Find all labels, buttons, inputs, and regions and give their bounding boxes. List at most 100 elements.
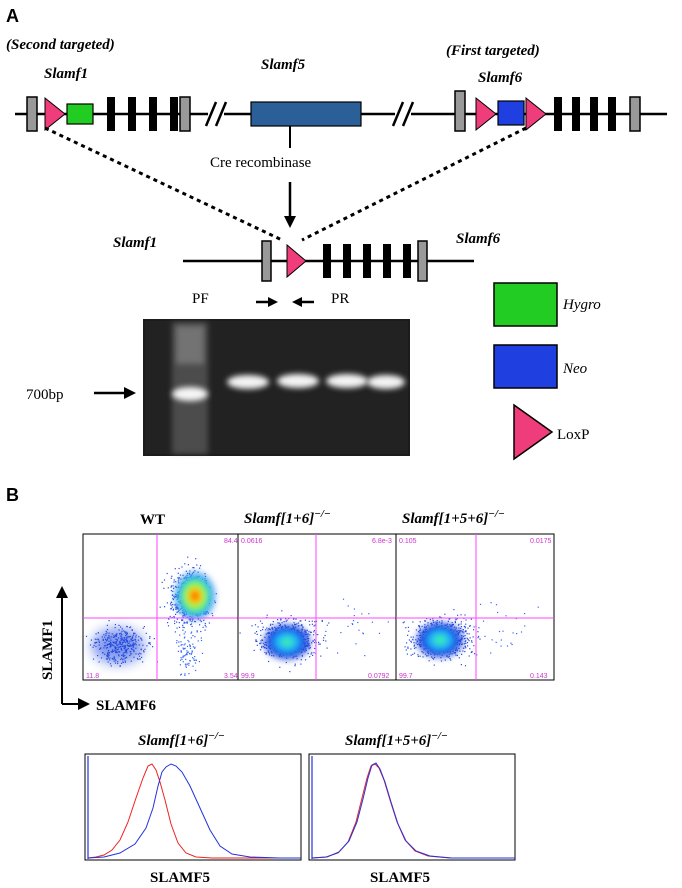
flow-event-dot (457, 624, 460, 626)
flow-event-dot (182, 647, 184, 649)
flow-event-dot (288, 618, 290, 620)
flow-event-dot (477, 631, 479, 633)
flow-event-dot (497, 611, 499, 614)
flow-event-dot (468, 640, 470, 642)
quadrant-lr: 3.54 (224, 673, 238, 680)
flow-event-dot (174, 622, 176, 625)
flow-event-dot (184, 636, 186, 638)
flow-event-dot (476, 654, 478, 656)
flow-event-dot (149, 636, 151, 638)
histogram-slamf156 (308, 753, 516, 861)
flow-event-dot (410, 641, 412, 643)
flow-event-dot (85, 635, 88, 637)
flow-event-dot (313, 634, 315, 636)
flow-event-dot (265, 653, 267, 655)
flow-event-dot (176, 640, 178, 642)
flow-event-dot (432, 618, 434, 620)
flow-event-dot (184, 673, 186, 675)
flow-event-dot (254, 632, 256, 634)
break-mark (391, 101, 415, 127)
flow-event-dot (477, 637, 479, 639)
flow-event-dot (277, 619, 279, 621)
quadrant-lr: 0.143 (530, 673, 548, 680)
flow-event-dot (182, 629, 184, 631)
flow-event-dot (439, 616, 441, 618)
flow-event-dot (181, 619, 183, 622)
exon-gray (454, 90, 466, 132)
recombined-allele (183, 240, 474, 282)
flow-event-dot (469, 625, 471, 627)
flow-event-dot (450, 659, 452, 661)
flow-event-dot (285, 618, 287, 620)
flow-event-dot (190, 632, 192, 634)
flow-event-dot (256, 644, 258, 646)
title-sup: −/− (208, 730, 224, 742)
flow-event-dot (186, 645, 189, 647)
flow-event-dot (118, 624, 120, 626)
flow-event-dot (204, 622, 206, 625)
flow-event-dot (138, 655, 141, 657)
flow-event-dot (119, 665, 121, 667)
flow-event-dot (175, 608, 177, 610)
flow-event-dot (313, 629, 315, 632)
flow-event-dot (314, 624, 316, 626)
flow-event-dot (516, 633, 518, 635)
flow-event-dot (239, 632, 241, 634)
flow-event-dot (212, 615, 214, 617)
flow-event-dot (491, 639, 493, 641)
flow-event-dot (199, 567, 201, 569)
flow-event-dot (180, 651, 182, 653)
exon (554, 97, 562, 131)
flow-event-dot (318, 643, 320, 645)
flow-event-dot (458, 657, 460, 659)
flow-event-dot (253, 649, 255, 651)
flow-event-dot (482, 620, 485, 622)
quadrant-ll: 11.8 (86, 673, 99, 680)
flow-event-dot (462, 629, 464, 631)
hygro-cassette (66, 103, 94, 125)
plot-title-slamf156: Slamf[1+5+6]−/− (402, 508, 505, 527)
flow-event-dot (318, 641, 320, 643)
x-axis-label: SLAMF6 (96, 698, 157, 714)
flow-event-dot (194, 662, 197, 664)
flow-event-dot (422, 656, 424, 658)
loxp-site (286, 243, 307, 279)
flow-event-dot (168, 618, 170, 620)
flow-event-dot (256, 633, 258, 635)
flow-event-dot (189, 644, 191, 646)
flow-event-dot (402, 622, 404, 624)
flow-event-dot (186, 663, 188, 665)
primer-forward-arrow (256, 297, 278, 307)
flow-event-dot (200, 620, 202, 623)
break-mark (204, 101, 228, 127)
flow-event-dot (415, 647, 417, 649)
flow-event-dot (364, 655, 366, 657)
flow-event-dot (265, 629, 267, 631)
flow-event-dot (490, 602, 492, 604)
title-sup: −/− (488, 508, 504, 520)
flow-event-dot (188, 673, 190, 675)
flow-event-dot (191, 625, 193, 628)
flow-event-dot (170, 608, 172, 610)
flow-event-dot (314, 647, 316, 650)
flow-event-dot (301, 624, 303, 626)
flow-event-dot (182, 624, 184, 626)
flow-event-dot (183, 655, 185, 657)
flow-event-dot (179, 634, 181, 636)
flow-event-dot (297, 622, 300, 624)
flow-event-dot (192, 635, 194, 637)
flow-event-dot (187, 564, 189, 566)
flow-event-dot (419, 626, 421, 628)
flow-event-dot (502, 630, 504, 632)
flow-event-dot (164, 606, 166, 608)
flow-event-dot (417, 654, 419, 656)
flow-event-dot (196, 630, 198, 632)
flow-event-dot (415, 629, 417, 631)
legend-neo-swatch (493, 344, 558, 389)
flow-event-dot (190, 623, 193, 625)
flow-event-dot (146, 645, 148, 647)
flow-event-dot (305, 659, 307, 661)
exon (608, 97, 616, 131)
flow-event-dot (464, 651, 466, 653)
flow-event-dot (180, 641, 182, 643)
